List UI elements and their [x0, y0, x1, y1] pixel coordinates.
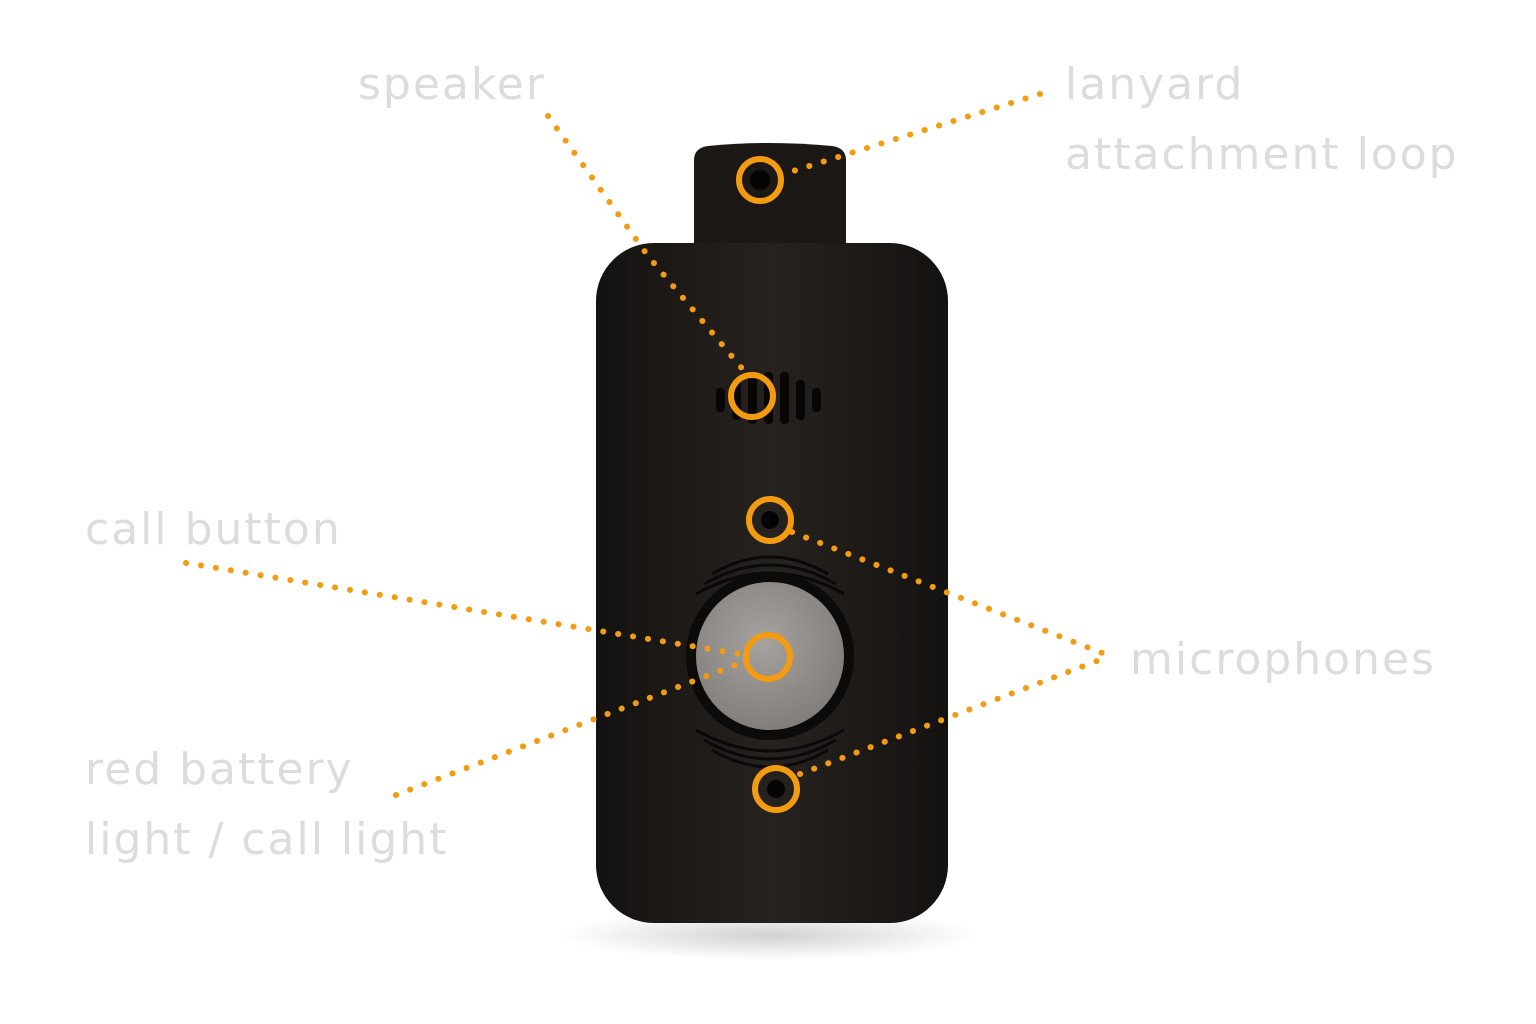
- leader-line-lanyard: [787, 91, 1043, 175]
- lanyard-hole: [750, 170, 770, 190]
- leader-line-mic-bottom: [797, 653, 1113, 777]
- leader-line-speaker: [545, 113, 748, 375]
- label-lanyard-attachment-loop: lanyard attachment loop: [1065, 50, 1459, 190]
- label-battery-line1: red battery: [85, 744, 354, 795]
- label-battery-call-light: red battery light / call light: [85, 735, 448, 875]
- label-call-button-text: call button: [85, 504, 342, 555]
- leader-lines: [183, 91, 1113, 798]
- label-speaker: speaker: [358, 50, 546, 120]
- leader-line-call-button: [183, 560, 743, 657]
- button-arcs: [695, 555, 845, 769]
- callout-ring-speaker: [728, 372, 776, 420]
- label-battery-line2: light / call light: [85, 814, 449, 865]
- microphone-hole-top: [761, 511, 779, 529]
- callout-rings: [728, 156, 800, 813]
- leader-line-mic-top: [789, 529, 1113, 659]
- label-microphones: microphones: [1130, 625, 1436, 695]
- label-speaker-text: speaker: [358, 59, 546, 110]
- leader-line-battery: [393, 661, 741, 798]
- label-lanyard-line1: lanyard: [1065, 59, 1245, 110]
- callout-ring-lanyard: [736, 156, 784, 204]
- label-microphones-text: microphones: [1130, 634, 1436, 685]
- callout-ring-call-button: [743, 632, 793, 682]
- call-button: [696, 582, 844, 730]
- label-lanyard-line2: attachment loop: [1065, 129, 1459, 180]
- microphone-hole-bottom: [767, 780, 785, 798]
- callout-ring-mic-top: [746, 496, 794, 544]
- callout-ring-mic-bottom: [752, 765, 800, 813]
- label-call-button: call button: [85, 495, 342, 565]
